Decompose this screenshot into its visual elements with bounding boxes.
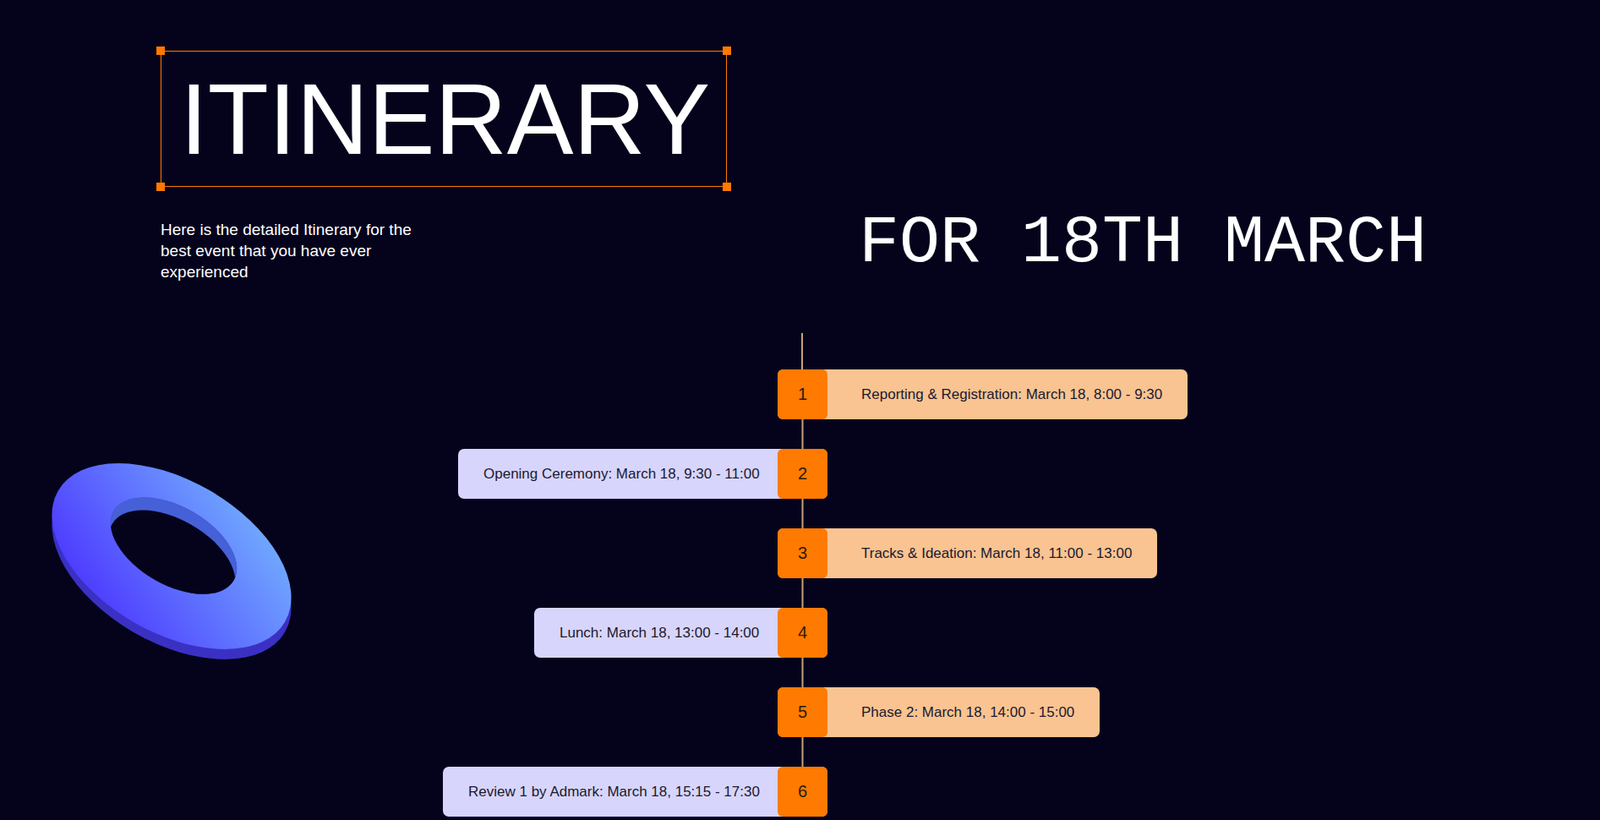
schedule-item-box: Tracks & Ideation: March 18, 11:00 - 13:… (777, 528, 1158, 579)
ring-hole (92, 490, 252, 628)
schedule-item-box: Review 1 by Admark: March 18, 15:15 - 17… (442, 766, 828, 817)
intro-text-holder: Here is the detailed Itinerary for the b… (160, 218, 419, 283)
schedule-item-text: Opening Ceremony: March 18, 9:30 - 11:00 (483, 465, 760, 483)
step-number: 4 (797, 622, 808, 643)
timeline-connector (802, 737, 804, 767)
step-number-box: 6 (777, 766, 828, 817)
schedule-item-box: Reporting & Registration: March 18, 8:00… (777, 369, 1188, 420)
step-number: 3 (797, 543, 808, 563)
timeline-connector (802, 498, 804, 529)
timeline-connector (802, 419, 804, 449)
date-heading-holder: FOR 18TH MARCH (858, 209, 1427, 278)
schedule-item-text: Reporting & Registration: March 18, 8:00… (861, 386, 1163, 404)
step-number-box: 1 (777, 369, 828, 420)
step-number: 2 (797, 464, 808, 484)
page-title: ITINERARY (180, 69, 710, 170)
step-number: 6 (797, 781, 808, 802)
title-frame: ITINERARY (160, 50, 727, 187)
step-number: 5 (797, 702, 808, 722)
step-number-box: 4 (777, 607, 828, 658)
selection-handle (722, 182, 732, 192)
date-heading: FOR 18TH MARCH (858, 204, 1427, 282)
step-number-box: 2 (777, 448, 828, 499)
intro-text: Here is the detailed Itinerary for the b… (160, 220, 412, 281)
schedule-item-text: Tracks & Ideation: March 18, 11:00 - 13:… (861, 545, 1132, 563)
schedule-item-text: Review 1 by Admark: March 18, 15:15 - 17… (468, 783, 760, 801)
timeline-connector (802, 657, 804, 688)
schedule-item-text: Lunch: March 18, 13:00 - 14:00 (559, 624, 760, 642)
step-number: 1 (797, 384, 808, 405)
timeline-connector (802, 578, 804, 608)
step-number-box: 5 (777, 687, 828, 738)
ring-illustration (20, 425, 323, 689)
schedule-item-box: Opening Ceremony: March 18, 9:30 - 11:00 (458, 448, 828, 499)
step-number-box: 3 (777, 528, 828, 579)
schedule-item-text: Phase 2: March 18, 14:00 - 15:00 (861, 704, 1075, 721)
